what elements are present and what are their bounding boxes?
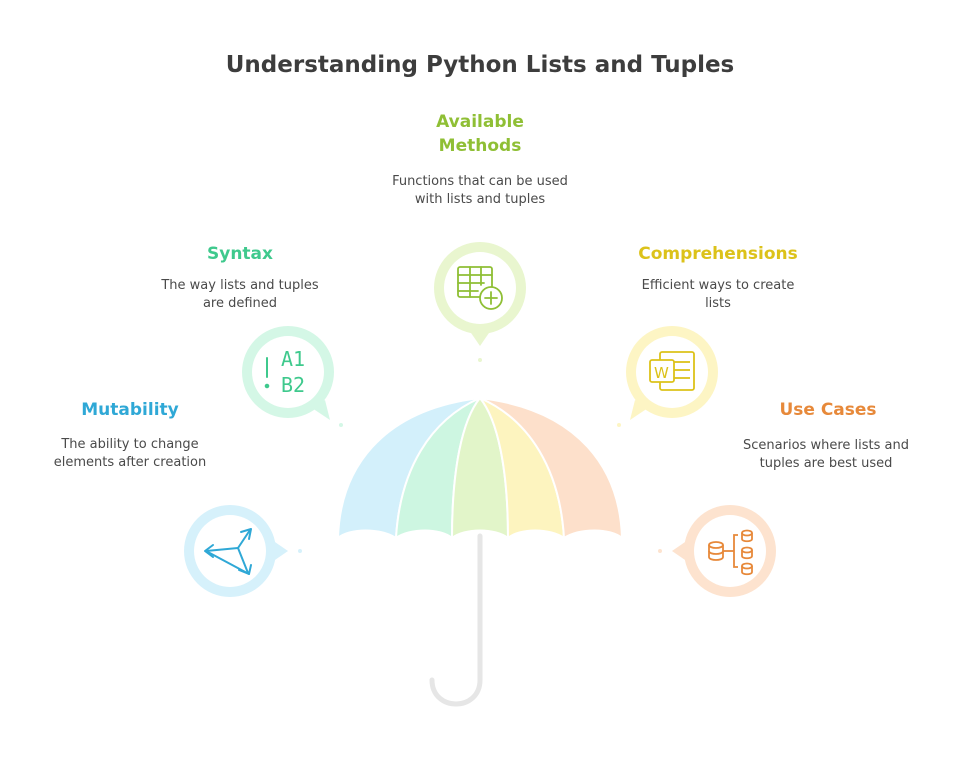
table-plus-icon [457, 266, 503, 310]
word-document-icon: W [649, 351, 695, 391]
a1-b2-icon: A1 B2 [264, 347, 305, 397]
dot [617, 423, 621, 427]
label-syntax: Syntax [207, 244, 273, 264]
label-available-methods: Available Methods [436, 112, 524, 156]
arrows-triangle-icon [204, 528, 252, 575]
desc-available-methods: Functions that can be used with lists an… [392, 174, 568, 207]
dot [298, 549, 302, 553]
diagram-title: Understanding Python Lists and Tuples [225, 52, 735, 78]
desc-comprehensions: Efficient ways to create lists [641, 278, 795, 311]
dot [658, 549, 662, 553]
label-mutability: Mutability [81, 400, 179, 420]
umbrella-handle [429, 533, 483, 707]
label-use-cases: Use Cases [779, 400, 877, 420]
dot [339, 423, 343, 427]
dot [478, 358, 482, 362]
bubble-syntax [242, 326, 334, 420]
desc-use-cases: Scenarios where lists and tuples are bes… [743, 438, 909, 471]
bubble-mutability [184, 505, 288, 597]
database-hierarchy-icon [708, 529, 753, 576]
umbrella-panel-5 [479, 397, 624, 541]
icon-text-w: W [654, 364, 669, 382]
icon-text-b2: B2 [281, 373, 305, 397]
desc-syntax: The way lists and tuples are defined [161, 278, 319, 311]
desc-mutability: The ability to change elements after cre… [53, 437, 207, 470]
label-comprehensions: Comprehensions [638, 244, 798, 264]
icon-text-a1: A1 [281, 347, 305, 371]
